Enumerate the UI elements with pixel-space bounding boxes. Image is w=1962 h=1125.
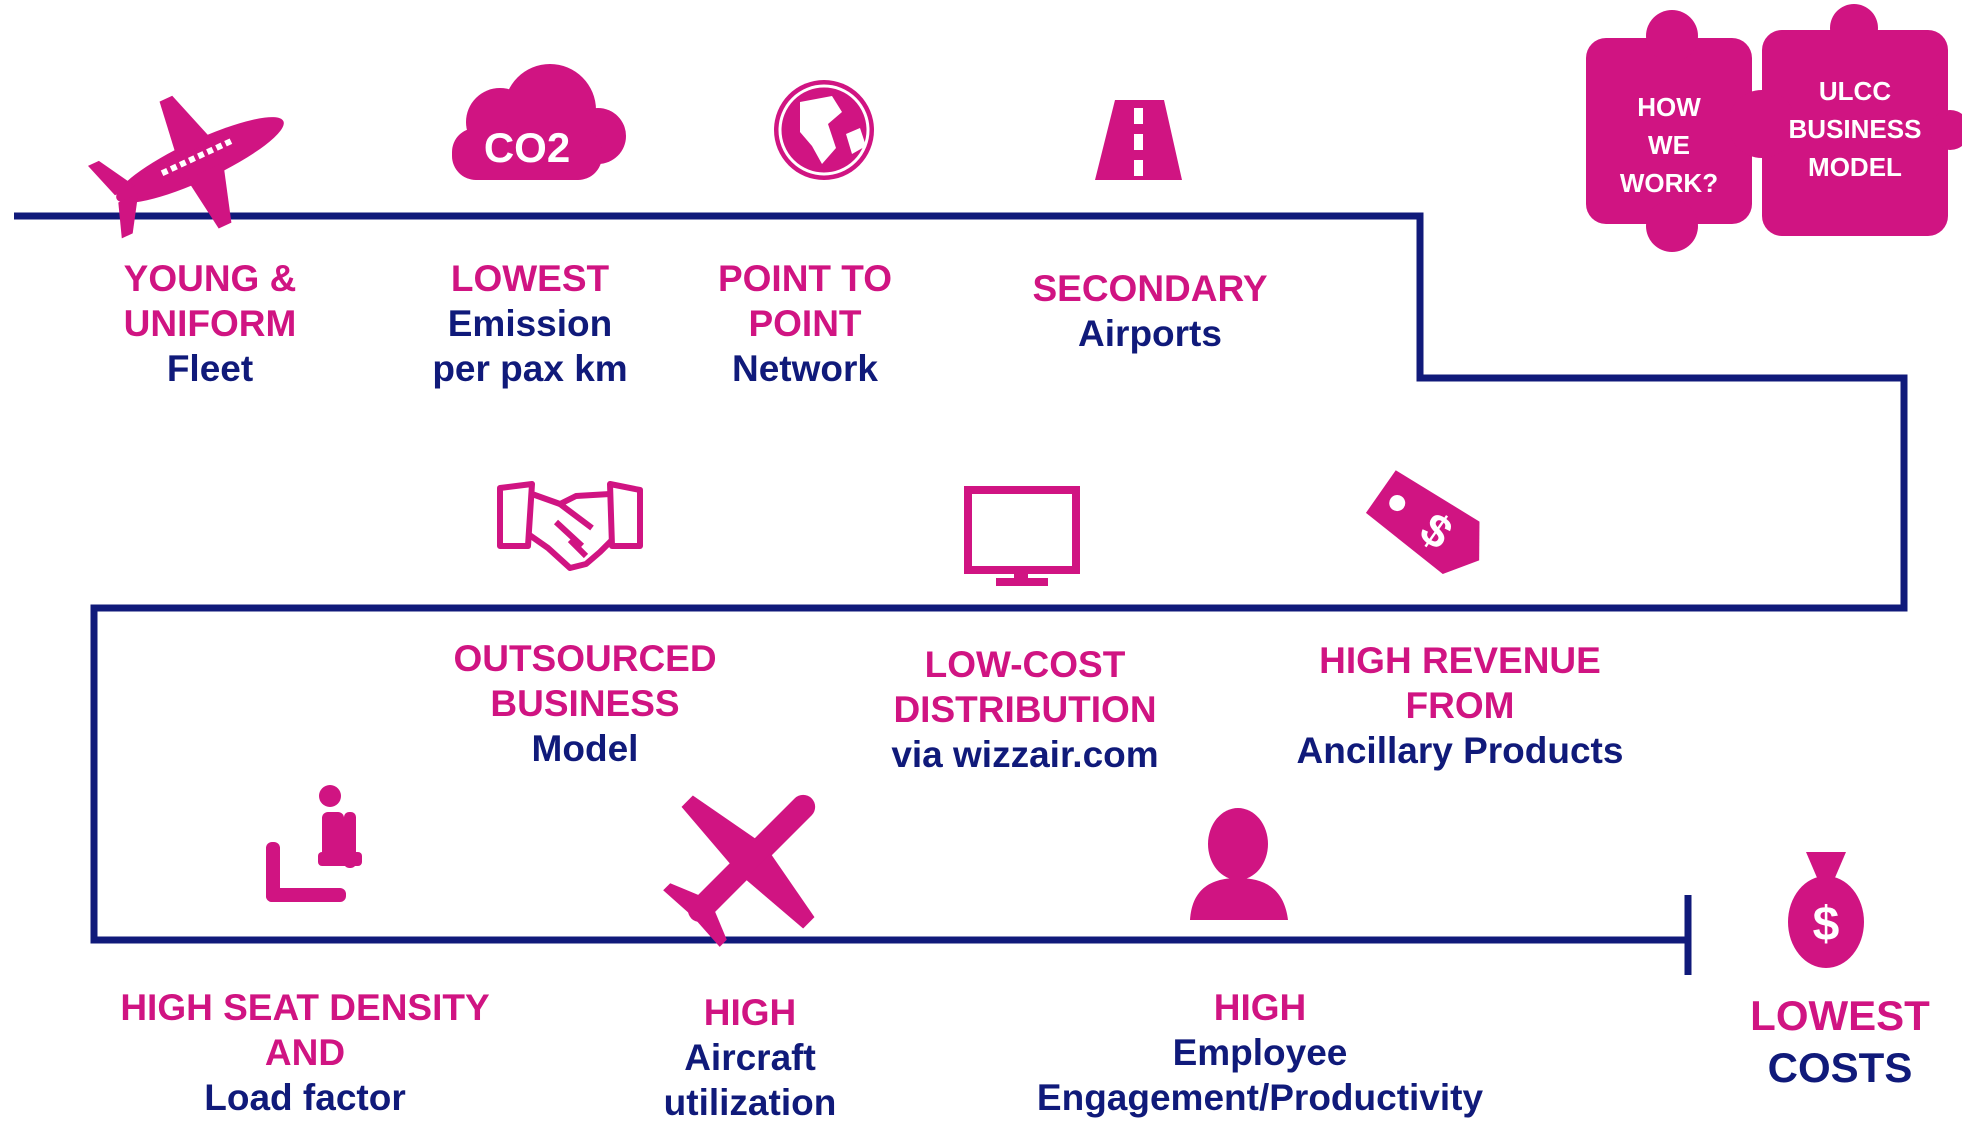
puzzle-right-line: MODEL — [1808, 152, 1902, 182]
money-bag-icon: $ — [1788, 852, 1864, 968]
label-point-to-point: POINT TO POINT Network — [680, 256, 930, 391]
puzzle-left-line: WORK? — [1619, 168, 1719, 198]
puzzle-right-line: ULCC — [1818, 76, 1892, 106]
label-line: POINT TO — [717, 258, 893, 299]
puzzle-right-line: BUSINESS — [1788, 114, 1922, 144]
label-line: HIGH REVENUE — [1319, 640, 1601, 681]
globe-icon — [774, 80, 874, 180]
label-line: POINT — [748, 303, 862, 344]
label-line: HIGH — [703, 992, 797, 1033]
label-line: Aircraft — [684, 1037, 816, 1078]
label-line: Engagement/Productivity — [1036, 1077, 1484, 1118]
label-line: Employee — [1172, 1032, 1348, 1073]
label-line: LOW-COST — [924, 644, 1126, 685]
co2-cloud-icon: CO2 — [452, 64, 626, 180]
puzzle-left-line: WE — [1648, 130, 1690, 160]
road-icon — [1095, 100, 1182, 180]
label-line: HIGH — [1213, 987, 1307, 1028]
label-young-uniform-fleet: YOUNG & UNIFORM Fleet — [80, 256, 340, 391]
label-line: OUTSOURCED — [453, 638, 717, 679]
label-line: BUSINESS — [490, 683, 680, 724]
label-secondary-airports: SECONDARY Airports — [1000, 266, 1300, 356]
label-line: AND — [264, 1032, 346, 1073]
puzzle-left-text: HOW WE WORK? — [1596, 88, 1742, 202]
label-line: Network — [732, 348, 878, 389]
label-line: Model — [531, 728, 639, 769]
flow-path — [14, 212, 1908, 944]
label-line: via wizzair.com — [891, 734, 1159, 775]
label-line: Fleet — [166, 348, 254, 389]
label-line: per pax km — [432, 348, 628, 389]
person-bust-icon — [1190, 808, 1288, 920]
puzzle-piece-right — [1728, 4, 1962, 236]
label-line: Load factor — [204, 1077, 406, 1118]
puzzle-left-line: HOW — [1637, 92, 1701, 122]
label-line: LOWEST — [1750, 992, 1930, 1039]
label-line: LOWEST — [450, 258, 610, 299]
dollar-text: $ — [1813, 898, 1840, 951]
label-line: DISTRIBUTION — [893, 689, 1157, 730]
plane-icon — [663, 794, 816, 947]
label-lowest-costs: LOWEST COSTS — [1710, 990, 1962, 1094]
label-line: utilization — [663, 1082, 837, 1123]
label-line: UNIFORM — [123, 303, 297, 344]
label-line: HIGH SEAT DENSITY — [120, 987, 490, 1028]
label-high-revenue: HIGH REVENUE FROM Ancillary Products — [1270, 638, 1650, 773]
airplane-icon — [87, 95, 284, 239]
label-line: FROM — [1405, 685, 1515, 726]
label-line: COSTS — [1767, 1044, 1913, 1091]
label-line: Ancillary Products — [1296, 730, 1624, 771]
label-high-seat-density: HIGH SEAT DENSITY AND Load factor — [100, 985, 510, 1120]
label-high-employee-engagement: HIGH Employee Engagement/Productivity — [1010, 985, 1510, 1120]
co2-text: CO2 — [484, 124, 570, 171]
label-lowest-emission: LOWEST Emission per pax km — [400, 256, 660, 391]
monitor-icon — [964, 486, 1080, 586]
handshake-icon — [497, 481, 643, 571]
label-line: Emission — [447, 303, 613, 344]
puzzle-right-text: ULCC BUSINESS MODEL — [1772, 72, 1938, 186]
label-outsourced-business: OUTSOURCED BUSINESS Model — [420, 636, 750, 771]
label-line: Airports — [1078, 313, 1222, 354]
label-low-cost-distribution: LOW-COST DISTRIBUTION via wizzair.com — [860, 642, 1190, 777]
seated-person-icon — [266, 785, 362, 902]
label-line: YOUNG & — [123, 258, 297, 299]
price-tag-icon: $ — [1365, 470, 1480, 575]
label-high-aircraft-utilization: HIGH Aircraft utilization — [620, 990, 880, 1125]
label-line: SECONDARY — [1032, 268, 1268, 309]
